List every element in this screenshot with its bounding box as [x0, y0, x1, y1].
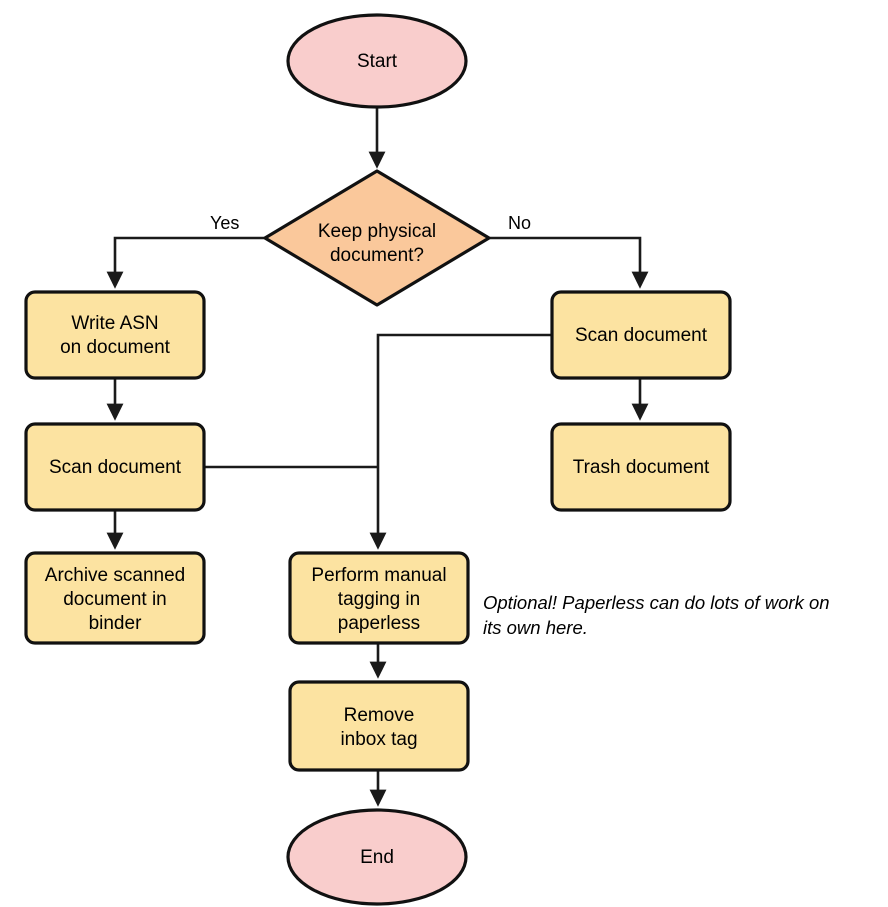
manual-tagging-box[interactable]: [288, 551, 470, 645]
decision-diamond[interactable]: [263, 169, 491, 307]
decision-label-line-1: Keep physical: [318, 221, 436, 242]
write-asn-label-line-1: Write ASN: [71, 313, 158, 334]
trash-document-box[interactable]: [550, 422, 732, 512]
end-label: End: [360, 847, 394, 868]
scan-document-right-label: Scan document: [575, 325, 708, 346]
optional-note-line-2: its own here.: [483, 617, 588, 638]
decision-label-line-2: document?: [330, 245, 424, 266]
end-ellipse[interactable]: [286, 808, 468, 906]
archive-document-box[interactable]: [24, 551, 206, 645]
node-archive-scanned-document-in-binder[interactable]: Archive scanned document in binder: [24, 551, 206, 645]
edge-decision-to-scan-right-no: [490, 236, 649, 289]
manual-tagging-label-line-3: paperless: [338, 613, 420, 634]
edge-label-yes: Yes: [210, 213, 239, 233]
node-end[interactable]: End: [286, 808, 468, 906]
node-perform-manual-tagging-in-paperless[interactable]: Perform manual tagging in paperless: [288, 551, 470, 645]
archive-document-label-line-2: document in: [63, 589, 167, 610]
edge-decision-to-write-asn-yes: [106, 236, 265, 289]
optional-note-line-1: Optional! Paperless can do lots of work …: [483, 592, 830, 613]
write-asn-label-line-2: on document: [60, 337, 171, 358]
write-asn-box[interactable]: [24, 290, 206, 380]
scan-document-left-box[interactable]: [24, 422, 206, 512]
manual-tagging-label-line-1: Perform manual: [311, 565, 446, 586]
optional-note: Optional! Paperless can do lots of work …: [483, 592, 830, 638]
start-label: Start: [357, 51, 398, 72]
node-trash-document[interactable]: Trash document: [550, 422, 732, 512]
node-remove-inbox-tag[interactable]: Remove inbox tag: [288, 680, 470, 772]
archive-document-label-line-3: binder: [89, 613, 142, 634]
archive-document-label-line-1: Archive scanned: [45, 565, 185, 586]
scan-document-right-box[interactable]: [550, 290, 732, 380]
start-ellipse[interactable]: [286, 13, 468, 109]
connector-layer: [106, 107, 649, 807]
node-write-asn-on-document[interactable]: Write ASN on document: [24, 290, 206, 380]
manual-tagging-label-line-2: tagging in: [338, 589, 420, 610]
node-keep-physical-document[interactable]: Keep physical document?: [263, 169, 491, 307]
node-scan-document-right[interactable]: Scan document: [550, 290, 732, 380]
scan-document-left-label: Scan document: [49, 457, 182, 478]
remove-inbox-tag-label-line-1: Remove: [344, 705, 415, 726]
edge-label-no: No: [508, 213, 531, 233]
edge-scan-right-to-tagging: [369, 333, 552, 550]
remove-inbox-tag-label-line-2: inbox tag: [340, 729, 417, 750]
trash-document-label: Trash document: [573, 457, 710, 478]
node-scan-document-left[interactable]: Scan document: [24, 422, 206, 512]
node-start[interactable]: Start: [286, 13, 468, 109]
remove-inbox-tag-box[interactable]: [288, 680, 470, 772]
